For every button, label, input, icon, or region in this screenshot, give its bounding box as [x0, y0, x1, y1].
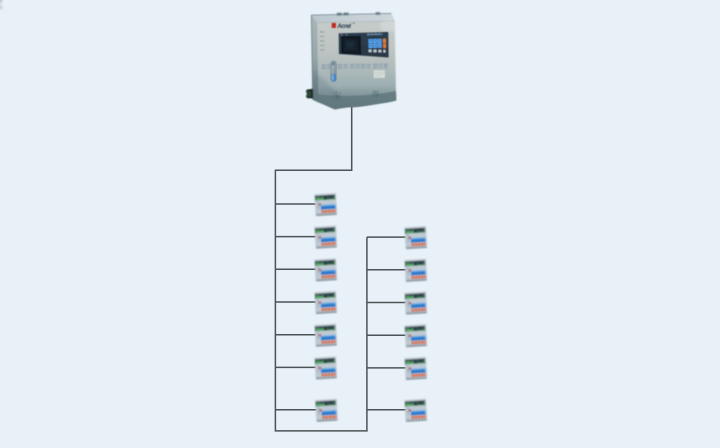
svg-text:Acrel: Acrel — [336, 24, 351, 30]
